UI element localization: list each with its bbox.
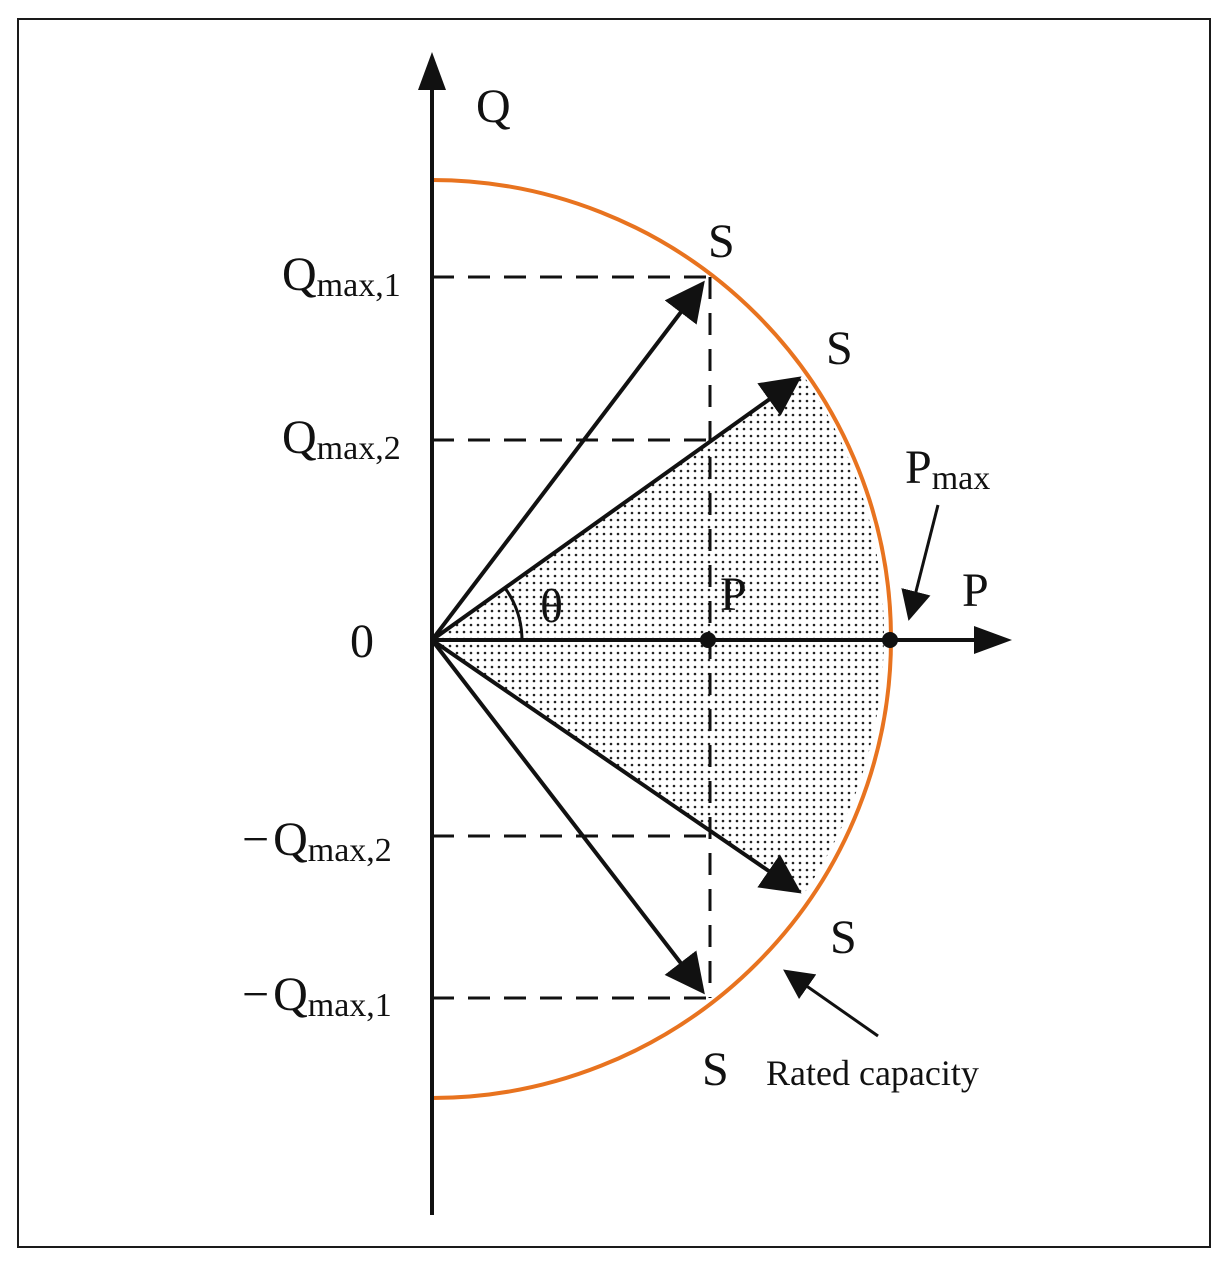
q-max-1-label: Qmax,1 <box>282 248 401 304</box>
s-upper-label: S <box>826 322 853 375</box>
p-point-dot <box>700 632 716 648</box>
s-lower-label: S <box>830 911 857 964</box>
s-vector-bottom <box>430 638 705 995</box>
s-vector-upper <box>430 376 802 642</box>
s-bottom-label: S <box>702 1043 729 1096</box>
s-vector-lower <box>430 638 802 894</box>
q-axis-arrowhead <box>418 52 446 90</box>
theta-label: θ <box>540 580 563 633</box>
operating-region-shading <box>432 375 884 895</box>
q-axis-label: Q <box>476 80 511 133</box>
p-max-label: Pmax <box>905 441 990 497</box>
q-max-2-label: Qmax,2 <box>282 411 401 467</box>
rated-capacity-pointer-arrow <box>783 969 879 1038</box>
s-vector-top <box>430 280 705 642</box>
p-axis-label: P <box>962 564 989 617</box>
neg-q-max-2-label: −Qmax,2 <box>242 813 392 869</box>
p-axis-arrowhead <box>974 626 1012 654</box>
p-max-dot <box>882 632 898 648</box>
p-point-label: P <box>720 568 747 621</box>
neg-q-max-1-label: −Qmax,1 <box>242 968 392 1024</box>
s-vectors <box>430 280 802 995</box>
origin-label: 0 <box>350 615 374 668</box>
rated-capacity-label: Rated capacity <box>766 1053 979 1093</box>
p-max-pointer-arrow <box>901 504 940 621</box>
theta-angle-arc <box>503 587 524 641</box>
s-top-label: S <box>708 215 735 268</box>
figure-frame <box>17 18 1211 1248</box>
